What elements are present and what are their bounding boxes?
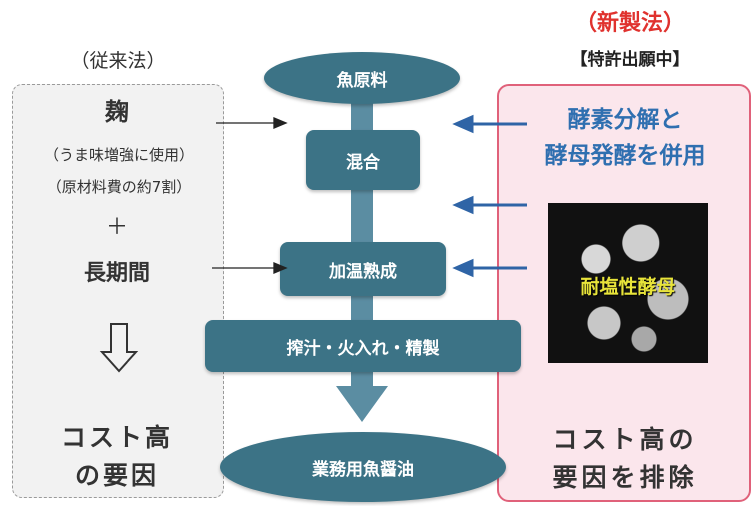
fish-raw-material-node: 魚原料 [264,52,460,104]
commercial-fish-sauce-node: 業務用魚醤油 [220,432,506,502]
koji-arrow-icon [216,117,288,129]
yeast-arrow-icon [452,195,527,215]
new-result-line1: コスト高の [552,425,698,454]
heated-aging-node: 加温熟成 [280,242,446,296]
new-method-line1: 酵素分解と [567,107,683,133]
flow-down-arrowhead [336,386,388,422]
yeast-image-label: 耐塩性酵母 [580,275,676,298]
conventional-result-line2: の要因 [74,461,159,490]
salt-tolerant-yeast-image [548,203,708,363]
koji-label: 麹 [105,97,129,126]
conventional-result-line1: コスト高 [60,423,173,452]
patent-pending-label: 【特許出願中】 [570,49,690,70]
down-arrow-icon [99,323,139,373]
koji-note-cost: （原材料費の約7割） [46,177,192,196]
new-result-line2: 要因を排除 [552,463,698,492]
enzyme-arrow-icon [452,114,527,134]
plus-sign: ＋ [105,215,128,240]
long-period-label: 長期間 [83,261,150,286]
conventional-method-heading: （従来法） [70,49,166,72]
koji-note-umami: （うま味増強に使用） [43,145,194,164]
conventional-method-panel [12,84,224,498]
new-method-heading: （新製法） [574,11,685,36]
aging-arrow-icon [452,258,527,278]
long-period-arrow-icon [212,262,288,274]
pressing-heating-refining-node: 搾汁・火入れ・精製 [205,320,521,372]
new-method-line2: 酵母発酵を併用 [544,143,706,169]
mixing-node: 混合 [306,130,420,190]
